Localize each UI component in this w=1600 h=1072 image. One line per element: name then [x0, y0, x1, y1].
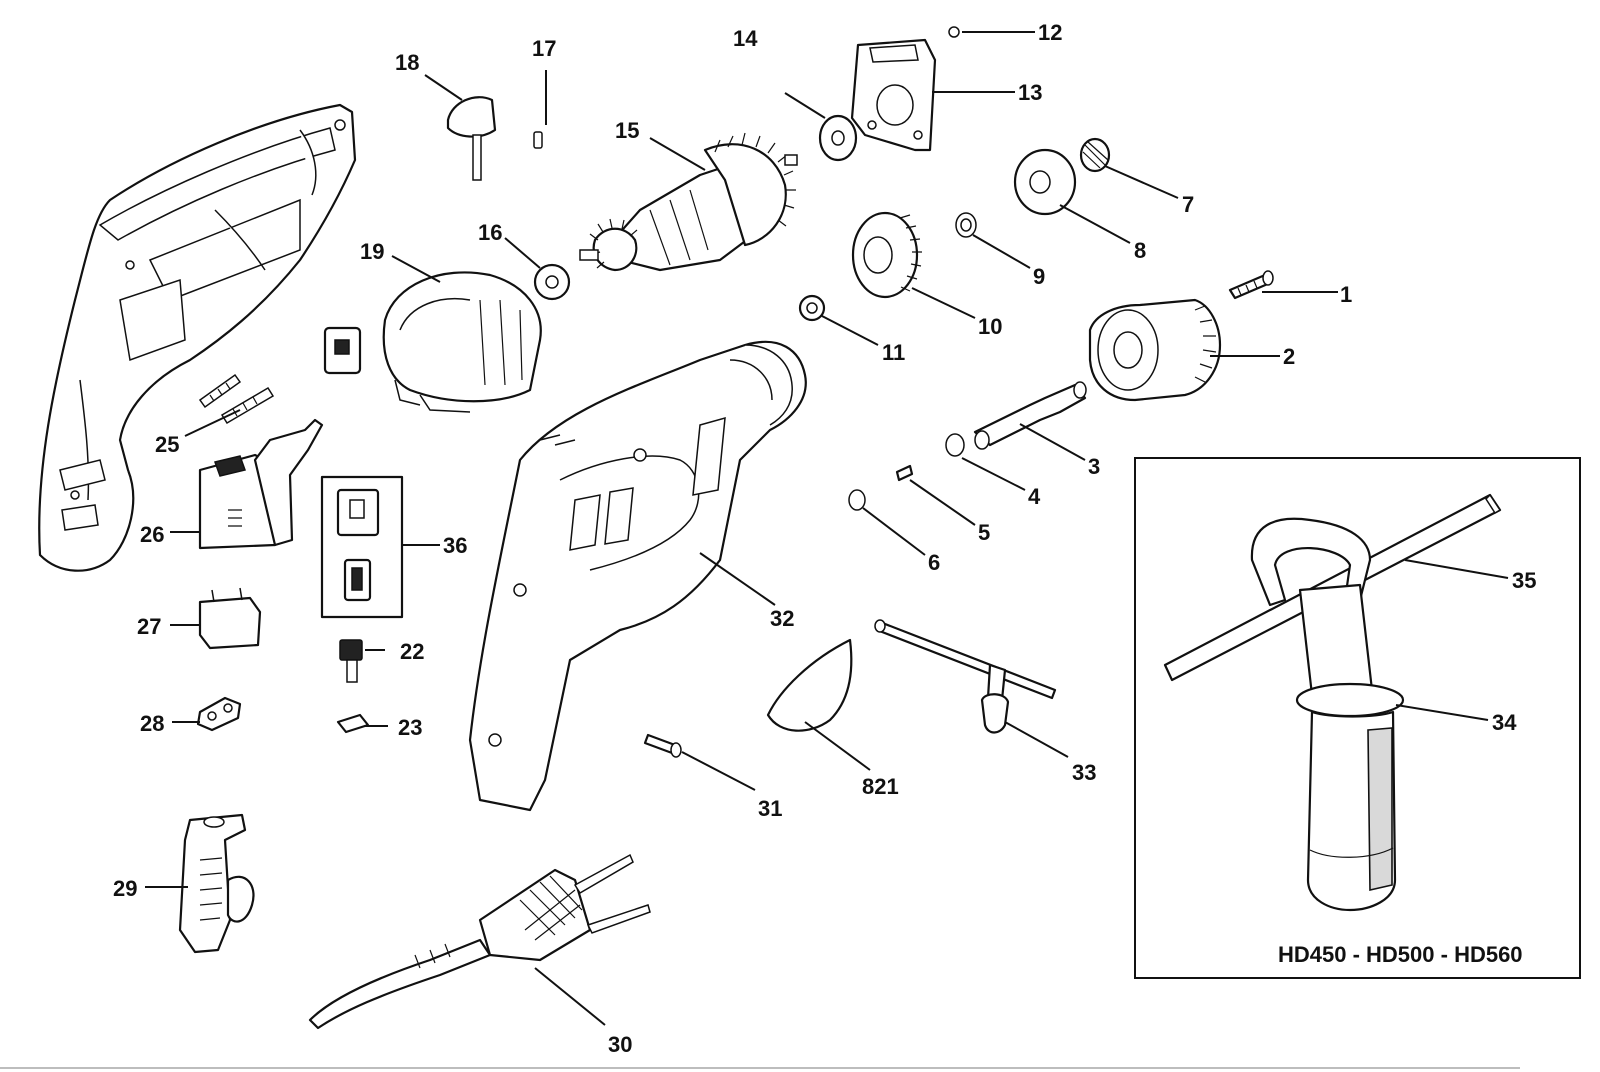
leader-19 [391, 255, 441, 283]
part-25-brush-springs [198, 373, 275, 425]
part-16-bearing [533, 263, 571, 301]
callout-36: 36 [443, 533, 467, 558]
callout-19: 19 [360, 239, 384, 264]
callout-31: 31 [758, 796, 782, 821]
callout-25: 25 [155, 432, 179, 457]
leader-821 [804, 721, 871, 771]
brush-holder [323, 326, 362, 375]
part-14-thrust-washer [818, 114, 858, 162]
callout-1: 1 [1340, 282, 1352, 307]
callout-3: 3 [1088, 454, 1100, 479]
leader-30 [534, 967, 606, 1026]
callout-821: 821 [862, 774, 899, 799]
callout-6: 6 [928, 550, 940, 575]
part-7-spring [1079, 137, 1111, 173]
leader-3 [1019, 423, 1086, 461]
callout-2: 2 [1283, 344, 1295, 369]
leader-32 [699, 552, 776, 606]
leader-4 [961, 457, 1026, 491]
callout-34: 34 [1492, 710, 1517, 735]
callout-32: 32 [770, 606, 794, 631]
callout-18: 18 [395, 50, 419, 75]
leader-18 [424, 74, 463, 101]
part-4-retaining-ring [945, 433, 965, 457]
part-36-carbon-brush-set [320, 475, 404, 619]
part-32-housing-right-half [468, 340, 807, 812]
callout-labels: 1 2 3 4 5 6 7 8 9 10 11 12 13 14 15 16 1… [113, 20, 1536, 1057]
leader-7 [1104, 165, 1179, 199]
part-12-steel-ball [948, 26, 960, 38]
leader-11 [821, 315, 879, 346]
leader-lines [145, 31, 1509, 1026]
model-variant-inset-box [1134, 457, 1581, 979]
leader-6 [862, 507, 926, 556]
callout-17: 17 [532, 36, 556, 61]
callout-12: 12 [1038, 20, 1062, 45]
part-1-chuck-screw [1228, 270, 1274, 300]
leader-15 [649, 137, 706, 171]
callout-29: 29 [113, 876, 137, 901]
leader-14 [784, 92, 826, 119]
part-33-chuck-key [874, 619, 1057, 734]
part-15-armature [579, 132, 798, 272]
part-30-power-cord [308, 853, 651, 1030]
leader-9 [972, 234, 1031, 269]
part-3-spindle [973, 381, 1087, 450]
part-821-label-plate [766, 638, 853, 732]
leader-5 [909, 479, 976, 526]
callout-30: 30 [608, 1032, 632, 1057]
part-22-carbon-brush [339, 639, 363, 683]
part-31-screw [643, 733, 682, 758]
leader-25 [184, 409, 241, 437]
part-19-field-stator [382, 271, 542, 413]
callout-5: 5 [978, 520, 990, 545]
part-17-set-screw [533, 131, 543, 149]
part-10-gear [851, 211, 922, 299]
leader-10 [911, 287, 976, 319]
callout-7: 7 [1182, 192, 1194, 217]
callout-27: 27 [137, 614, 161, 639]
callout-22: 22 [400, 639, 424, 664]
part-18-selector-knob [446, 96, 497, 181]
part-13-gear-plate [850, 38, 937, 152]
leader-33 [1004, 721, 1069, 758]
part-27-capacitor [198, 587, 262, 650]
part-6-ring [848, 489, 866, 511]
housing-left-half [38, 103, 357, 572]
callout-10: 10 [978, 314, 1002, 339]
callout-26: 26 [140, 522, 164, 547]
part-11-bushing [798, 294, 826, 322]
callout-15: 15 [615, 118, 639, 143]
callout-28: 28 [140, 711, 164, 736]
part-26-trigger-switch [198, 418, 324, 550]
part-2-keyed-chuck [1088, 298, 1222, 402]
leader-16 [504, 237, 541, 269]
callout-23: 23 [398, 715, 422, 740]
leader-31 [681, 751, 756, 791]
leader-8 [1059, 204, 1131, 244]
callout-11: 11 [882, 340, 905, 365]
leader-34 [1395, 704, 1489, 721]
inset-model-label: HD450 - HD500 - HD560 [1278, 942, 1523, 967]
callout-13: 13 [1018, 80, 1042, 105]
callout-14: 14 [733, 26, 758, 51]
callout-16: 16 [478, 220, 502, 245]
part-9-ring [955, 212, 977, 238]
leader-35 [1404, 559, 1509, 579]
callout-33: 33 [1072, 760, 1096, 785]
part-8-bearing [1013, 148, 1077, 216]
part-34-side-handle [1250, 517, 1405, 912]
part-23-plate [336, 713, 370, 734]
part-28-cord-clamp [196, 696, 242, 732]
part-5-key [895, 464, 914, 482]
callout-8: 8 [1134, 238, 1146, 263]
callout-9: 9 [1033, 264, 1045, 289]
callout-4: 4 [1028, 484, 1041, 509]
callout-35: 35 [1512, 568, 1536, 593]
part-29-side-handle-small [178, 813, 255, 954]
